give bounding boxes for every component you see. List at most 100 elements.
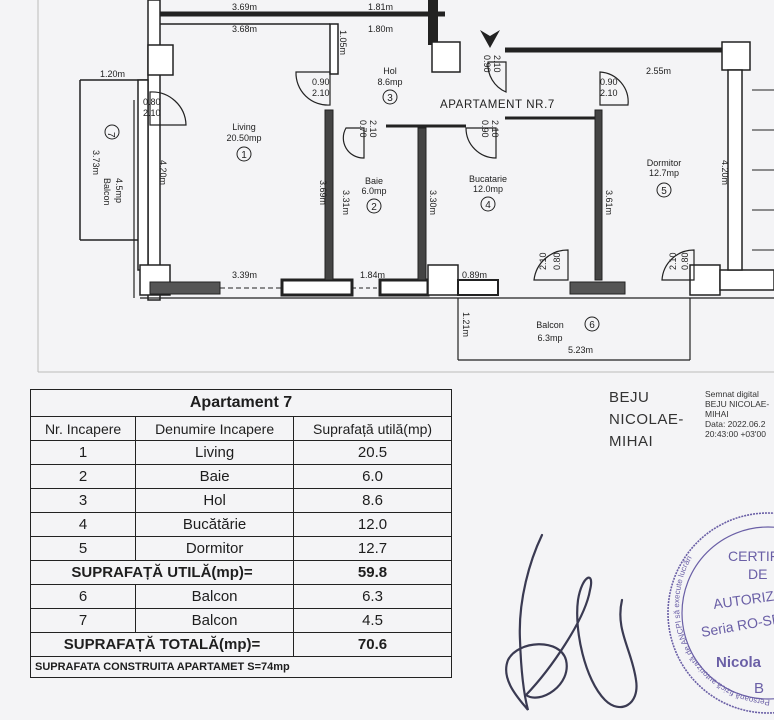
room-balcony6-num: 6 — [589, 320, 595, 331]
dim-balc-door2-h: 2.10 — [668, 252, 678, 270]
grand-total-row: SUPRAFAȚĂ TOTALĂ(mp)= 70.6 — [29, 632, 452, 657]
row-area: 20.5 — [293, 440, 452, 465]
dim-bath-h2: 3.31m — [341, 190, 351, 215]
dim-living-bottom: 3.39m — [232, 270, 257, 280]
row-area: 4.5 — [293, 608, 452, 633]
door-bath — [342, 127, 365, 159]
stamp-line-2: DE — [748, 566, 767, 582]
row-area: 6.0 — [293, 464, 452, 489]
door-living-balcony — [149, 91, 187, 126]
door-entry — [487, 61, 507, 93]
row-nr: 6 — [29, 584, 137, 609]
table-row: 3 Hol 8.6 — [29, 488, 452, 513]
table-row: 6 Balcon 6.3 — [29, 584, 452, 609]
dim-door-living-h: 2.10 — [143, 108, 161, 118]
table-title: Apartament 7 — [30, 389, 452, 417]
dim-bed-top: 2.55m — [646, 66, 671, 76]
row-name: Baie — [135, 464, 295, 489]
row-name: Balcon — [135, 608, 295, 633]
built-area-row: SUPRAFATA CONSTRUITA APARTAMET S=74mp — [30, 656, 452, 678]
dim-kitchen-bottom: 0.89m — [462, 270, 487, 280]
dim-top-d: 1.80m — [368, 24, 393, 34]
row-name: Dormitor — [135, 536, 295, 561]
room-balcony6-name: Balcon — [536, 320, 564, 330]
row-name: Balcon — [135, 584, 295, 609]
dim-balcony6-w: 5.23m — [568, 345, 593, 355]
row-area: 12.7 — [293, 536, 452, 561]
table-row: 5 Dormitor 12.7 — [29, 536, 452, 561]
dim-bath-h1: 3.69m — [318, 180, 328, 205]
row-nr: 2 — [29, 464, 137, 489]
row-nr: 1 — [29, 440, 137, 465]
door-bedroom — [599, 71, 629, 106]
room-bath-name: Baie — [365, 176, 383, 186]
room-bath-area: 6.0mp — [361, 186, 386, 196]
table-row: 2 Baie 6.0 — [29, 464, 452, 489]
dim-entry-door-h: 2.10 — [492, 55, 502, 73]
dim-hol-door-h: 2.10 — [312, 88, 330, 98]
door-kitchen — [465, 127, 497, 159]
util-label: SUPRAFAȚĂ UTILĂ(mp)= — [29, 560, 295, 585]
table-row: 4 Bucătărie 12.0 — [29, 512, 452, 537]
row-name: Hol — [135, 488, 295, 513]
dim-top-c: 3.68m — [232, 24, 257, 34]
area-summary-table: Apartament 7 Nr. Incapere Denumire Incap… — [29, 389, 452, 678]
dim-kitchen-door-h: 2.10 — [490, 120, 500, 138]
dim-top-a: 3.69m — [232, 2, 257, 12]
dim-door-living-w: 0.80 — [143, 97, 161, 107]
room-balcony7-num: 7 — [105, 132, 116, 138]
door-hol-living — [295, 71, 331, 106]
dim-bed-door-h: 2.10 — [600, 88, 618, 98]
row-area: 6.3 — [293, 584, 452, 609]
util-value: 59.8 — [293, 560, 452, 585]
door-balcony-1 — [533, 249, 569, 281]
row-nr: 5 — [29, 536, 137, 561]
handwritten-signature — [505, 533, 638, 711]
room-balcony7-area: 4.5mp — [114, 178, 124, 203]
header-area: Suprafață utilă(mp) — [293, 416, 452, 441]
dim-right-h: 4.20m — [720, 160, 730, 185]
stamp-line-5: Nicola — [716, 654, 762, 671]
util-total-row: SUPRAFAȚĂ UTILĂ(mp)= 59.8 — [29, 560, 452, 585]
dim-hol-h: 1.05m — [338, 30, 348, 55]
room-hol-name: Hol — [383, 66, 397, 76]
row-area: 12.0 — [293, 512, 452, 537]
signer-line-2: NICOLAE- — [609, 411, 684, 428]
table-row: 7 Balcon 4.5 — [29, 608, 452, 633]
dim-balcony6-h: 1.21m — [461, 312, 471, 337]
floor-plan: 3.69m 1.81m 3.68m 1.80m 1.20m 0.80 2.10 … — [37, 0, 774, 373]
room-bedroom-num: 5 — [661, 186, 667, 197]
row-nr: 3 — [29, 488, 137, 513]
dim-bath-door-w: 0.70 — [358, 120, 368, 138]
room-kitchen-name: Bucatarie — [469, 174, 507, 184]
dim-living-h: 4.20m — [158, 160, 168, 185]
room-living-name: Living — [232, 122, 256, 132]
stamp-line-3: AUTORIZ — [712, 588, 774, 612]
dim-entry-door-w: 0.90 — [482, 55, 492, 73]
row-nr: 7 — [29, 608, 137, 633]
row-area: 8.6 — [293, 488, 452, 513]
dim-hol-door-w: 0.90 — [312, 77, 330, 87]
dim-bath-bottom: 1.84m — [360, 270, 385, 280]
header-nr: Nr. Incapere — [29, 416, 137, 441]
digital-signature-block: Semnat digital BEJU NICOLAE- MIHAI Data:… — [705, 389, 774, 439]
dim-bed-door-w: 0.90 — [600, 77, 618, 87]
entry-arrow-icon — [480, 30, 500, 48]
door-balcony-2 — [661, 249, 695, 281]
dim-bath-door-h: 2.10 — [368, 120, 378, 138]
table-row: 1 Living 20.5 — [29, 440, 452, 465]
total-label: SUPRAFAȚĂ TOTALĂ(mp)= — [29, 632, 295, 657]
dim-balc-door2-w: 0.80 — [680, 252, 690, 270]
signer-name: BEJU NICOLAE- MIHAI — [609, 387, 684, 453]
stamp-line-1: CERTIFIC — [728, 548, 774, 564]
built-area-label: SUPRAFATA CONSTRUITA APARTAMET S=74mp — [30, 656, 452, 678]
room-balcony7-name: Balcon — [102, 178, 112, 206]
dim-bed-h: 3.61m — [604, 190, 614, 215]
dim-kitchen-door-w: 0.90 — [480, 120, 490, 138]
room-living-area: 20.50mp — [226, 133, 261, 143]
header-name: Denumire Incapere — [135, 416, 295, 441]
stamp-line-6: B — [754, 680, 764, 697]
room-bedroom-area: 12.7mp — [649, 168, 679, 178]
signer-line-3: MIHAI — [609, 433, 654, 450]
dim-balcony-w: 1.20m — [100, 69, 125, 79]
